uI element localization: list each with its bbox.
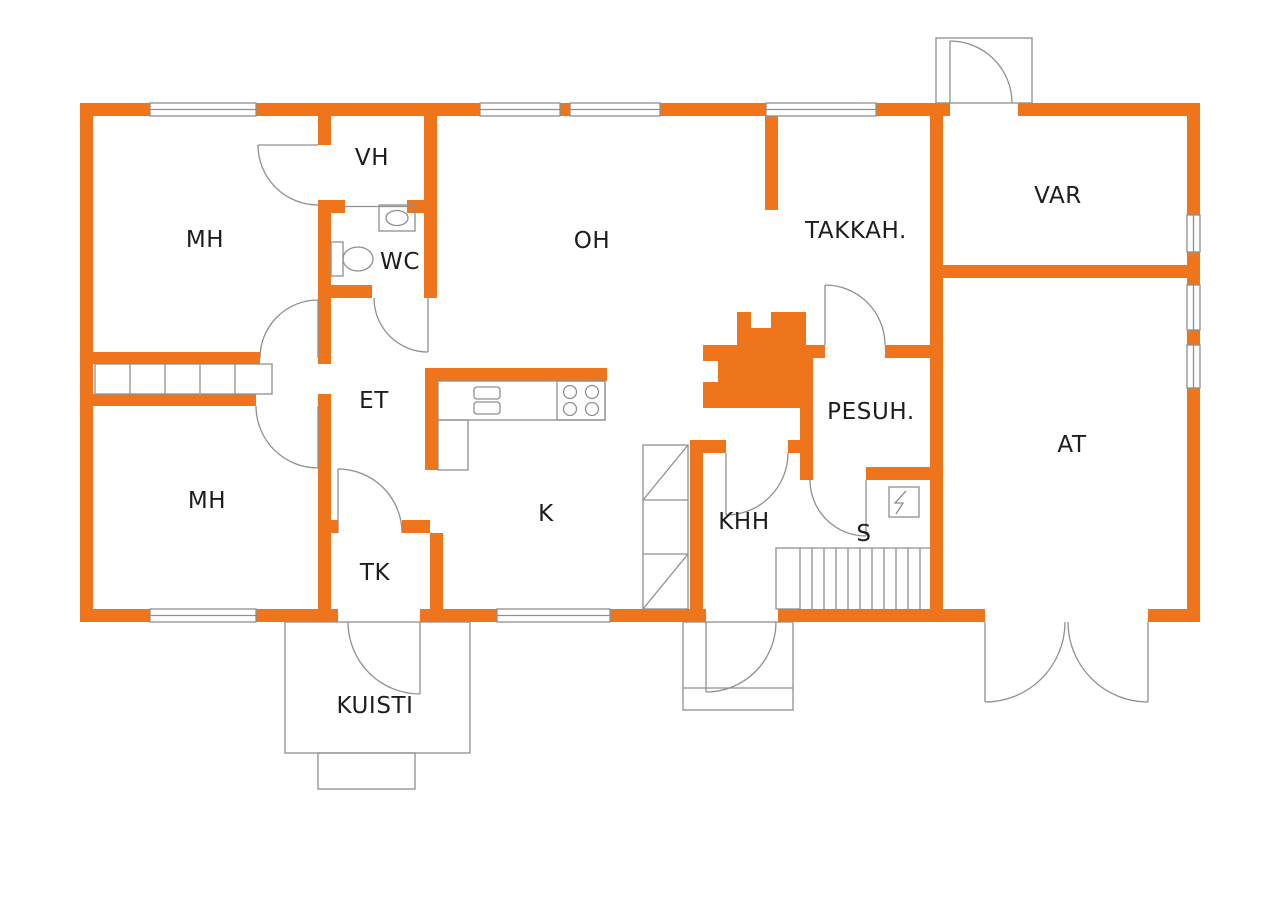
fixtures [94,37,1033,790]
room-label-s: S [856,521,871,547]
garage-door-swing [984,621,1149,703]
wall-interior [318,352,331,364]
windows [149,102,1201,623]
wall-interior [318,200,345,213]
room-label-et: ET [359,388,389,414]
room-label-kuisti: KUISTI [336,693,413,719]
window [149,608,257,623]
wardrobes [94,363,273,395]
kitchen-sink [473,386,501,415]
wall-bottom [80,609,150,622]
wall-bottom [610,609,706,622]
sauna-heater-icon [888,486,920,518]
door-swing [705,621,777,693]
wall-bottom [420,609,497,622]
wall-bottom [256,609,338,622]
door-swing [347,621,421,695]
door-swing [809,479,867,537]
window [479,102,561,117]
stairs [775,547,930,610]
wall-right [1187,103,1200,215]
window [569,102,661,117]
door-swing [255,405,319,469]
window [496,608,611,623]
fireplace-notch [703,361,718,382]
wall-interior [318,205,331,352]
window [765,102,877,117]
room-label-takkahuone: TAKKAH. [804,218,907,244]
porch-kuisti [284,621,471,790]
wall-interior [943,265,1200,278]
door-swing [725,452,789,516]
fireplace [703,312,806,408]
wall-interior [690,440,726,453]
room-label-k: K [538,501,554,527]
doors [255,40,1149,703]
wall-right [1187,330,1200,345]
wall-interior [806,345,825,358]
window [1186,214,1201,253]
wall-interior [690,440,703,622]
room-label-oh: OH [574,228,611,254]
door-swing [373,297,429,353]
stove [556,380,606,421]
walls [80,103,1200,622]
washbasin [378,204,416,232]
room-label-wc: WC [380,249,420,275]
wall-interior [425,381,438,470]
kitchen-counter [437,380,606,471]
wall-interior [402,520,430,533]
window [1186,284,1201,331]
toilet [330,241,374,277]
room-label-vh: VH [355,145,389,171]
wall-interior [930,116,943,609]
wall-left [80,103,93,622]
wall-interior [866,467,930,480]
wall-top [256,103,480,116]
room-label-mh-bottom: MH [188,488,226,514]
window [1186,344,1201,389]
wall-interior [318,406,331,520]
wall-interior [430,533,443,609]
door-swing [337,468,403,534]
wall-bottom [778,609,985,622]
wall-top [1018,103,1200,116]
door-swing [824,284,886,346]
door-swing [257,144,319,206]
room-label-tk: TK [359,560,391,586]
door-swing [949,40,1013,104]
wall-interior [318,394,331,406]
wall-interior [424,116,437,298]
wall-top [560,103,570,116]
room-label-pesuhuone: PESUH. [827,399,915,425]
fireplace-notch [751,312,771,328]
porch-back [682,621,794,711]
wall-interior [92,352,260,364]
wall-top [660,103,766,116]
wall-top [80,103,150,116]
tall-cabinets [642,444,689,610]
window [149,102,257,117]
wall-interior [425,368,607,381]
wall-interior [318,533,331,609]
door-swing [259,299,319,359]
wall-interior [92,394,256,406]
wall-interior [765,116,778,210]
wall-interior [885,345,930,358]
wall-interior [318,116,331,145]
room-label-at: AT [1057,432,1087,458]
wall-interior [788,440,800,453]
room-label-var: VAR [1034,183,1082,209]
wall-interior [318,520,338,533]
wall-interior [318,285,372,298]
wall-top [876,103,950,116]
room-label-khh: KHH [718,509,769,535]
landing-var [935,37,1033,104]
wall-right [1187,388,1200,622]
room-labels: MH VH WC OH TAKKAH. VAR ET PESUH. AT MH … [186,145,1087,719]
room-label-mh-top: MH [186,227,224,253]
